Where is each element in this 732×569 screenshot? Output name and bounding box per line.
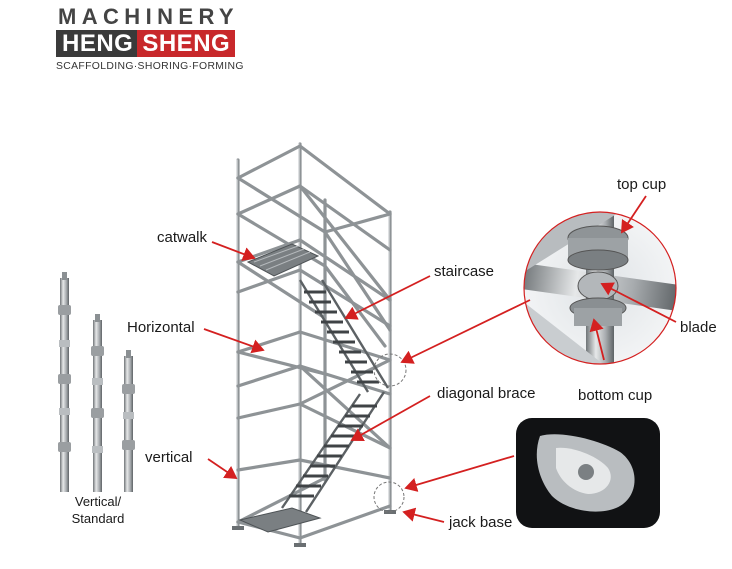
vertical-standards-display	[58, 272, 135, 492]
joint-detail-marker	[373, 353, 407, 387]
top-cup-pointer	[621, 195, 647, 234]
logo-heng-text: HENG	[56, 30, 138, 57]
logo-tagline: SCAFFOLDING·SHORING·FORMING	[56, 61, 244, 72]
logo-brand-band: HENG SHENG	[56, 30, 268, 57]
company-logo: MACHINERY HENG SHENG SCAFFOLDING·SHORING…	[56, 4, 268, 72]
label-vertical-standard-line1: Vertical/	[74, 494, 122, 509]
horizontal-pointer	[203, 328, 265, 354]
label-catwalk: catwalk	[157, 229, 208, 246]
pointer-lines	[203, 195, 677, 523]
jack-base-closeup	[516, 418, 660, 528]
vertical-pointer	[207, 458, 238, 480]
scaffold-tower	[236, 142, 392, 547]
blade-pointer	[600, 282, 677, 323]
bottom-cup-pointer	[589, 318, 605, 361]
jack-base-pointer	[402, 507, 445, 523]
label-blade: blade	[680, 319, 717, 336]
joint-detail-pointer	[400, 299, 531, 364]
diagonal-brace-pointer	[350, 395, 431, 441]
label-staircase: staircase	[434, 263, 495, 280]
staircase-pointer	[344, 275, 431, 320]
label-vertical-standard-line2: Standard	[71, 511, 125, 526]
catwalk-pointer	[211, 241, 256, 261]
staircase-flights	[281, 279, 390, 513]
label-horizontal: Horizontal	[127, 319, 195, 336]
label-jack-base: jack base	[449, 514, 513, 531]
label-vertical: vertical	[145, 449, 193, 466]
label-diagonal-brace: diagonal brace	[437, 385, 536, 402]
base-detail-marker	[373, 481, 405, 513]
label-top-cup: top cup	[617, 176, 667, 193]
catwalk-deck	[238, 243, 322, 533]
logo-sheng-text: SHENG	[137, 30, 236, 57]
logo-machinery-text: MACHINERY	[58, 4, 240, 29]
label-bottom-cup: bottom cup	[578, 387, 653, 404]
base-detail-pointer	[404, 455, 515, 492]
cuplock-joint-closeup	[523, 211, 677, 365]
